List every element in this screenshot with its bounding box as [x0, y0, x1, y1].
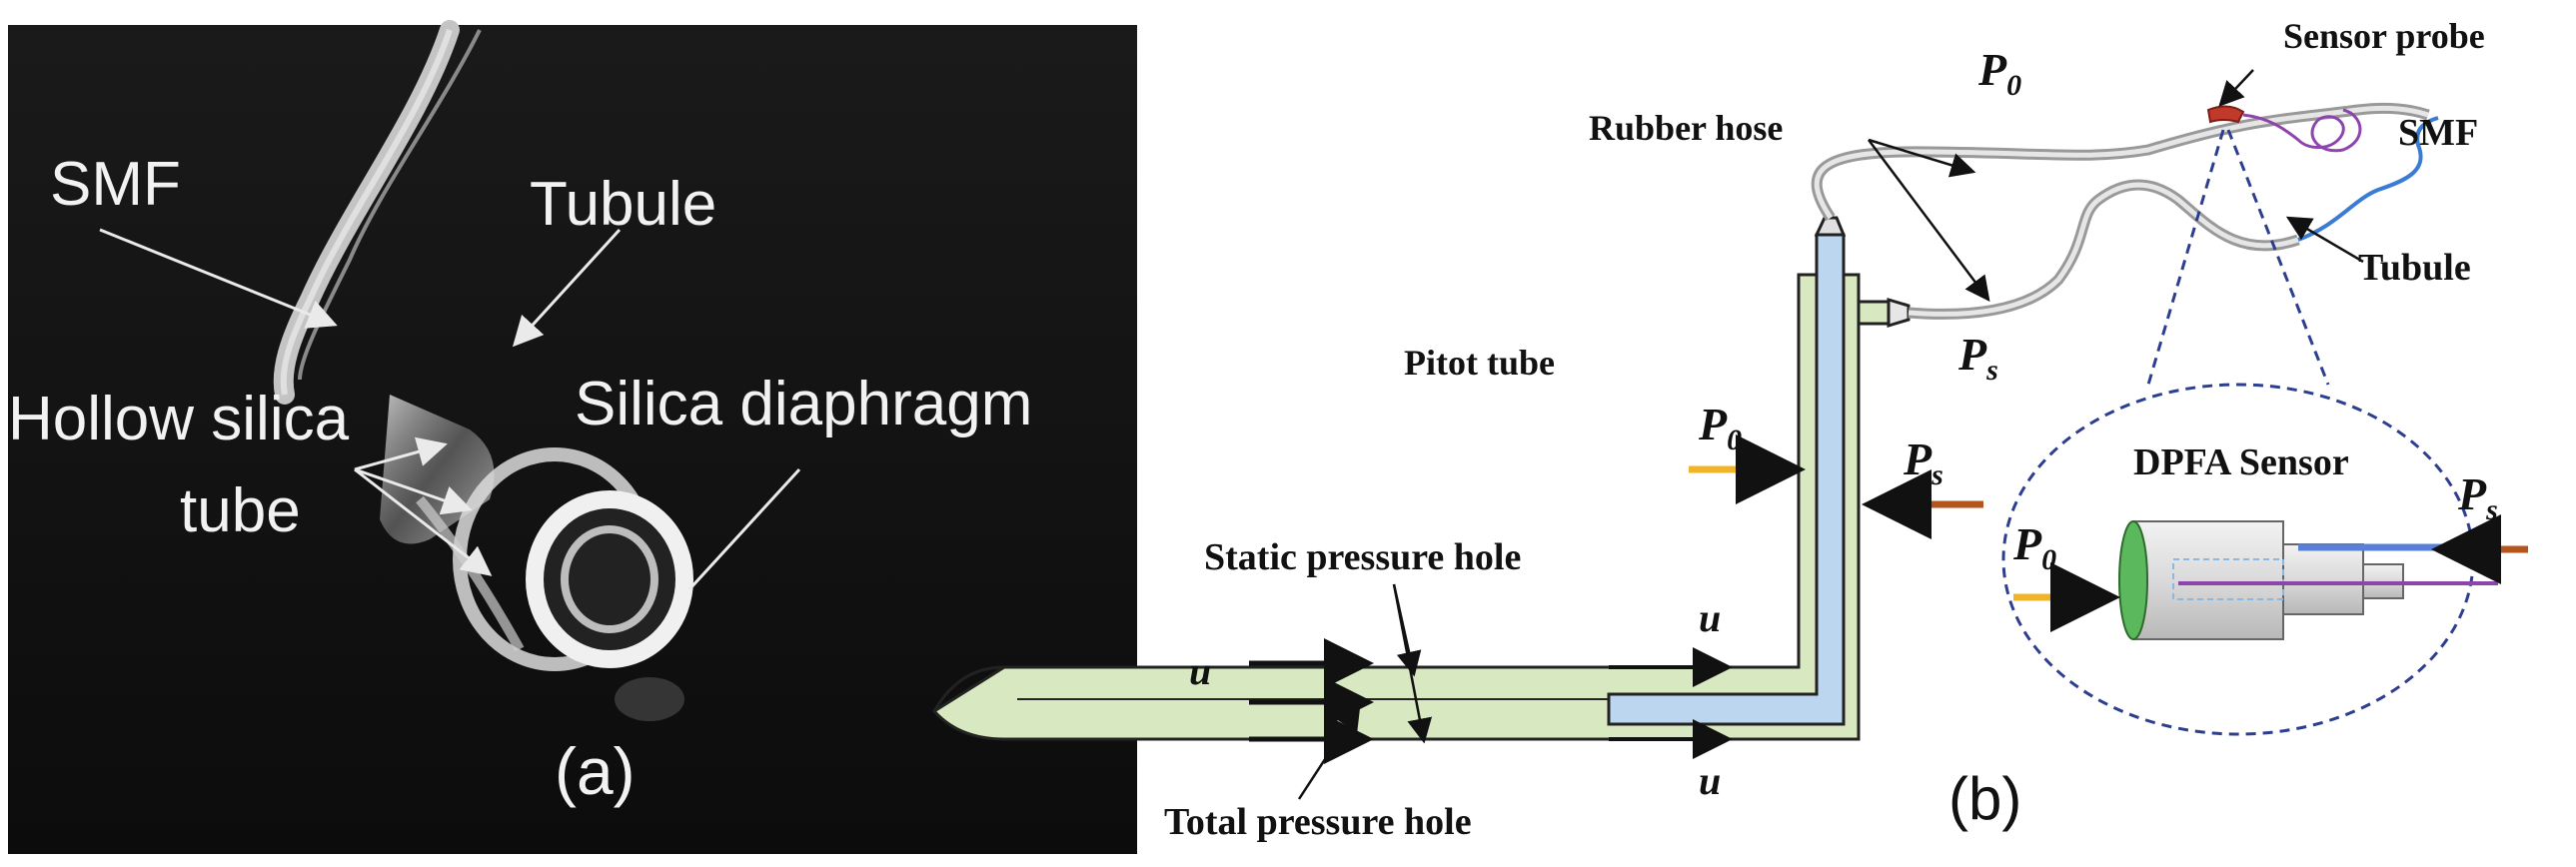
rubber-hose-total-highlight — [1814, 105, 2429, 220]
smf-pointer-arrow — [99, 228, 338, 329]
zoom-line-right — [2226, 129, 2330, 386]
zoom-line-left — [2146, 129, 2225, 386]
label-ps-hose: Ps — [1957, 329, 1998, 387]
panel-a-photo: SMF Tubule Hollow silica tube Silica dia… — [8, 20, 1137, 854]
hollow-pointer-arrow-2 — [354, 467, 473, 515]
rubber-hose-pointer-2 — [1868, 139, 1990, 302]
rubber-hose-total — [1811, 102, 2430, 222]
label-silica-diaphragm: Silica diaphragm — [575, 370, 1032, 438]
smf-fiber-photo — [298, 29, 482, 381]
label-sensor-probe: Sensor probe — [2283, 16, 2485, 56]
label-pitot-tube: Pitot tube — [1404, 343, 1555, 383]
silica-diaphragm-photo — [526, 490, 693, 668]
label-p0-pitot: P0 — [1698, 399, 1742, 456]
dpfa-diaphragm — [2118, 520, 2148, 640]
label-ps-pitot: Ps — [1903, 434, 1943, 491]
label-p0-top: P0 — [1977, 44, 2021, 102]
label-u-bottom: u — [1699, 758, 1721, 803]
tubule-highlight — [280, 29, 453, 396]
pitot-nose-top — [932, 665, 1005, 712]
static-hole-pointer-2 — [1392, 583, 1433, 744]
panel-b-diagram: Rubber hose P0 Sensor probe SMF Tubule P… — [931, 16, 2528, 843]
label-smf-a: SMF — [50, 150, 181, 219]
dpfa-sensor-drawing — [2118, 520, 2498, 640]
label-u-top: u — [1699, 595, 1721, 640]
total-hole-pointer — [1297, 704, 1361, 800]
label-smf-b: SMF — [2398, 112, 2478, 154]
label-hollow-tube-line2: tube — [180, 476, 301, 545]
tubule-line-b — [2297, 116, 2439, 242]
rubber-hose-static-highlight — [1908, 182, 2299, 317]
label-static-pressure-hole: Static pressure hole — [1204, 536, 1521, 578]
label-rubber-hose: Rubber hose — [1589, 108, 1783, 148]
panel-b-tag: (b) — [1948, 765, 2021, 832]
label-tubule-a: Tubule — [530, 170, 716, 239]
dpfa-neck — [2282, 543, 2364, 615]
static-port-nozzle — [1887, 297, 1911, 329]
static-port-stub — [1857, 300, 1891, 326]
label-hollow-tube-line1: Hollow silica — [8, 385, 350, 453]
label-dpfa-sensor: DPFA Sensor — [2133, 441, 2349, 483]
sensor-probe-mark — [2206, 105, 2245, 124]
label-total-pressure-hole: Total pressure hole — [1164, 801, 1472, 843]
smf-coil — [2242, 108, 2362, 153]
sensor-probe-pointer — [2218, 69, 2254, 107]
tubule-pointer-arrow — [512, 228, 622, 348]
label-tubule-b: Tubule — [2358, 247, 2471, 289]
hollow-pointer-arrow-3 — [354, 467, 493, 576]
label-p0-dpfa: P0 — [2012, 518, 2056, 576]
panel-a-tag: (a) — [555, 734, 636, 808]
rubber-hose-pointer-1 — [1868, 138, 1976, 178]
diaphragm-inner-ring — [561, 525, 658, 633]
top-nozzle — [1814, 216, 1847, 237]
label-u-left: u — [1189, 648, 1211, 693]
diaphragm-pointer-line — [687, 467, 801, 591]
dpfa-body — [2132, 520, 2284, 640]
hollow-pointer-arrow-1 — [354, 436, 448, 471]
rubber-hose-static — [1908, 179, 2300, 320]
tubule-pointer-b — [2285, 216, 2364, 264]
label-ps-dpfa: Ps — [2457, 468, 2498, 526]
reflection — [615, 677, 684, 721]
dpfa-inner-cavity — [2172, 558, 2284, 600]
